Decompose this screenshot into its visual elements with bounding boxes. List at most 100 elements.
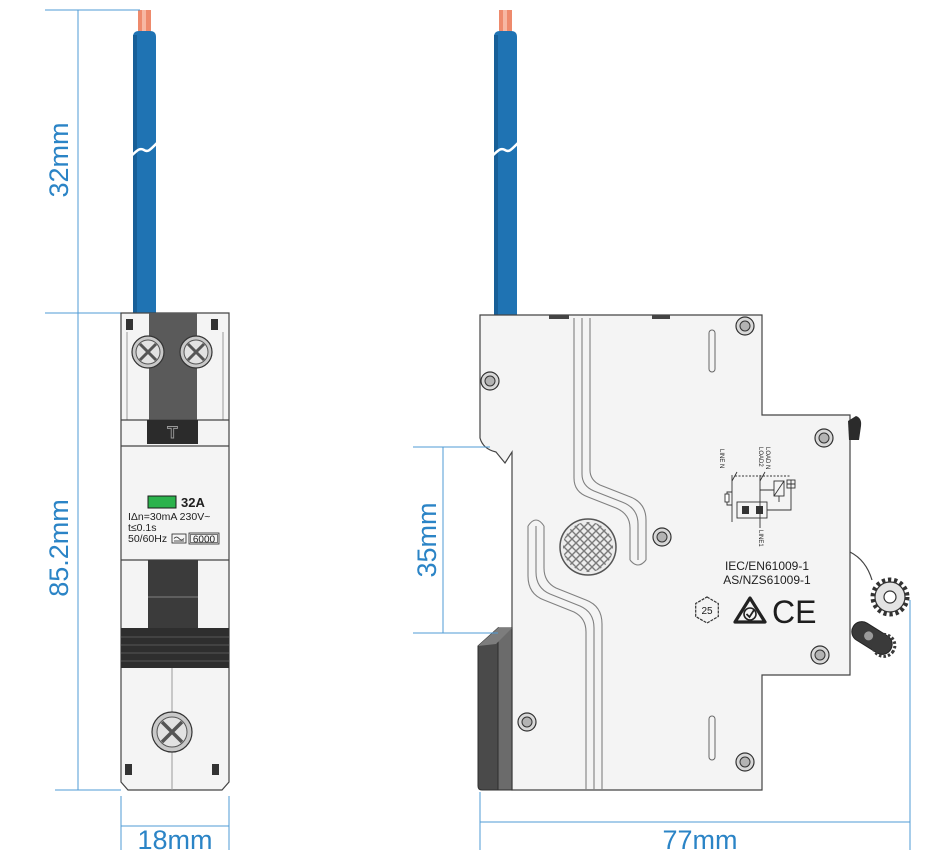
standard-iec: IEC/EN61009-1 [725,559,809,573]
side-cable [490,10,521,315]
frequency-rating: 50/60Hz [128,533,167,545]
front-cable-insulation [133,31,156,315]
side-view-breaker: LINE N LOAD2 LOAD N LINE1 IEC/EN61009-1 … [477,314,910,791]
din-rail-clip [477,626,513,791]
waveform-curve [173,536,185,542]
rcm-triangle [733,596,767,624]
front-height-dimension-lines [45,9,140,791]
channel-line [589,318,647,560]
side-cable-conductor-highlight [503,10,507,36]
clip-left-face [477,626,499,791]
rivets [480,316,834,772]
top-terminal-screw-right [179,335,213,369]
rating-indicator-window [147,495,177,509]
front-cable-shade [133,35,137,315]
cable-length-label: 32mm [44,122,74,197]
ribbed-band-body [121,628,229,668]
standard-as-nzs: AS/NZS61009-1 [723,573,811,587]
module-width-label: 18mm [137,825,212,855]
rcm-circle [743,607,757,621]
handle-housing-edge [849,551,873,581]
channel-line [573,318,631,560]
clip-right-face [497,627,513,791]
gear-hole [883,590,897,604]
bottom-notch-right [212,764,219,775]
test-button [147,420,198,444]
rivet-inner [656,531,668,543]
test-button-label: T [167,423,178,442]
gear-teeth [870,577,910,617]
channel-line [543,526,603,790]
temperature-rating-hexagon: 25 [695,596,719,624]
waveform-box [171,533,187,544]
wiring-label-load-n: LOAD N [764,447,770,469]
wiring-label-line-n: LINE N [718,449,724,468]
channel-line [527,526,587,790]
upper-conductor-channel [573,318,647,566]
rcm-check-icon [745,609,755,619]
depth-dimension-lines [479,600,911,850]
vent-slot-bottom [708,715,716,761]
channel-line [581,318,639,560]
side-toggle-lever [851,621,897,658]
overall-height-label: 85.2mm [44,499,74,597]
screw-cross-icon [160,720,184,744]
clip-top-bevel [478,628,512,646]
rating-label: 32A IΔn=30mA 230V~ t≤0.1s 50/60Hz 6000 [128,495,220,546]
lower-conductor-channel [527,519,603,790]
screw-cross-icon [186,342,206,362]
lever-pivot-teeth [871,632,897,658]
transformer-core-left [742,506,749,514]
vent-grille-mesh [563,522,613,572]
front-cable-conductor-highlight [142,10,146,36]
screw-cross-icon [138,342,158,362]
vent-slot-top [708,329,716,373]
rivet [480,371,500,391]
connection-lines [726,488,792,511]
wiring-label-line-1: LINE1 [757,530,763,547]
wiring-label-load-2: LOAD2 [757,447,763,467]
channel-cap [629,559,647,566]
rivet-inner [739,320,751,332]
ac-waveform-icon [171,533,187,544]
rivet [735,752,755,772]
switch-contacts [731,471,766,482]
rivet [810,645,830,665]
side-cable-shade [494,35,498,315]
top-mark-left [549,315,569,319]
top-right-latch [848,416,862,440]
ribbed-band-ribs [121,636,229,662]
handle-mechanism [848,416,910,658]
hexagon-icon [695,596,719,624]
rivet-inner [814,649,826,661]
front-cable-break-mark [129,140,160,158]
rated-current: 32A [181,495,205,510]
residual-current-rating: IΔn=30mA 230V~ [128,511,210,523]
side-cable-break-mark [490,140,521,158]
rcm-mark-icon [733,596,767,624]
rivet-inner [739,756,751,768]
top-notch-left [126,319,133,330]
ce-mark: CE [772,594,816,630]
rivet [517,712,537,732]
overall-depth-label: 77mm [662,825,737,855]
rivet-inner [484,375,496,387]
top-terminal-screw-left [131,335,165,369]
vent-grille [559,518,617,576]
rail-height-dimension-lines [413,446,498,634]
wiring-diagram: LINE N LOAD2 LOAD N LINE1 [718,447,796,547]
top-notch-right [211,319,218,330]
breaking-capacity-box [188,532,220,545]
front-width-dimension-lines [120,796,230,850]
bottom-terminal-screw [151,711,193,753]
top-mark-right [652,315,670,319]
rivet [814,428,834,448]
ribbed-band [121,628,229,668]
rivet-inner [521,716,533,728]
rivet [735,316,755,336]
channel-cap [527,519,545,527]
rail-height-label: 35mm [412,502,442,577]
mesh-lines-b [563,522,613,572]
test-switch-mark [787,480,795,488]
